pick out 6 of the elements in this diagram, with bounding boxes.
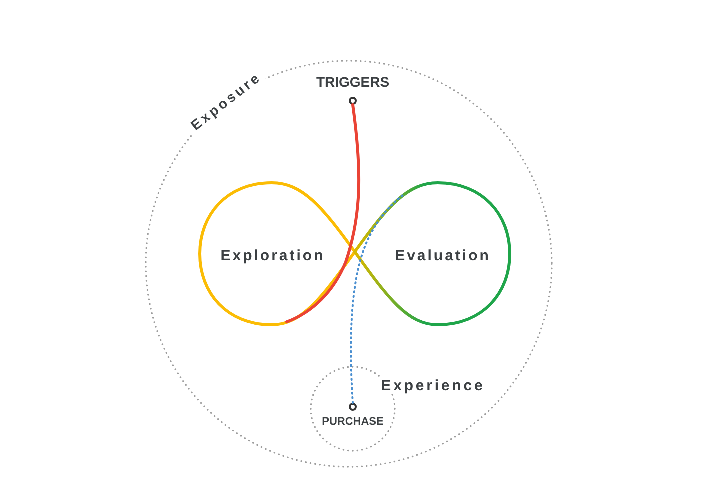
point-label: PURCHASE (322, 416, 384, 429)
dotted-connector (350, 193, 406, 404)
loop-label: Exploration (220, 247, 326, 265)
point-label: TRIGGERS (316, 74, 390, 90)
connector-line (286, 104, 361, 324)
loop-label: Evaluation (394, 247, 491, 265)
